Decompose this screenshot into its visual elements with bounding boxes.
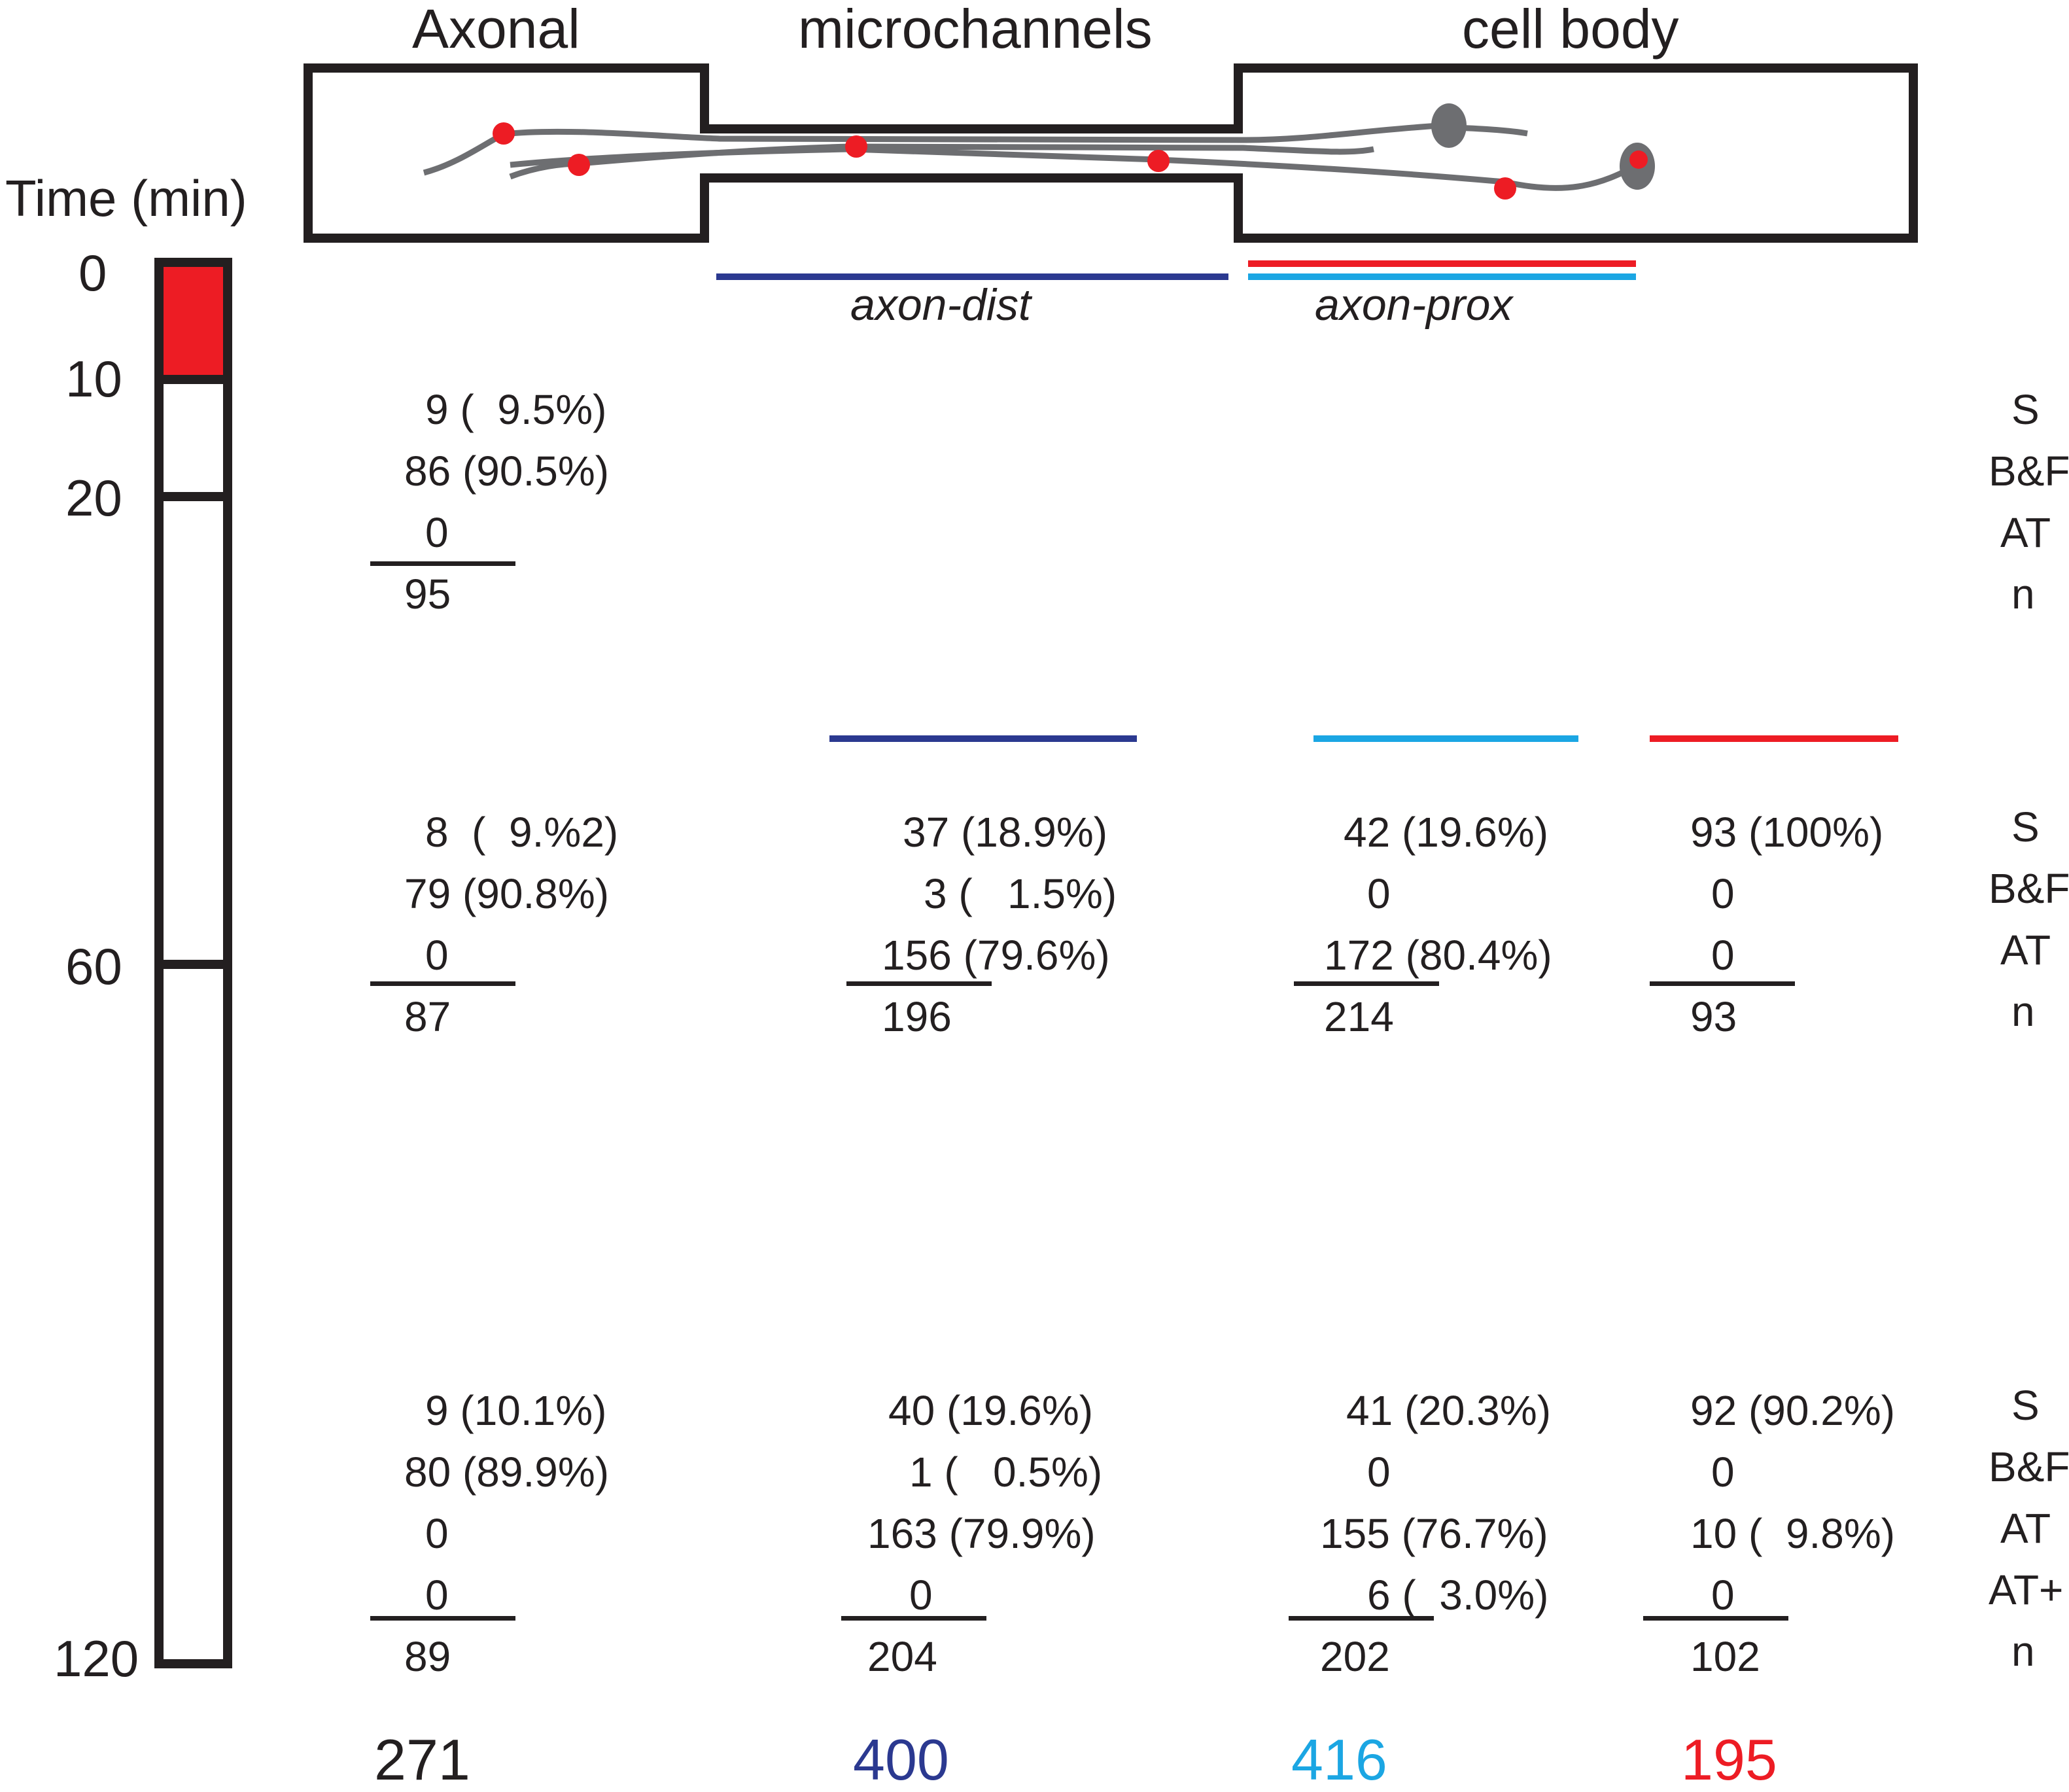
cell-body-population-line — [1650, 735, 1898, 742]
cell-body-segment-line — [1248, 260, 1636, 267]
axon-prox-segment-line — [1248, 273, 1636, 280]
row-label-at: AT — [2000, 926, 2051, 974]
stimulation-bar — [164, 267, 223, 378]
axon-dist-t2-s: 37 (18.9%) — [903, 809, 1108, 856]
row-label-bf: B&F — [1989, 448, 2069, 495]
cell-body-header: cell body — [1462, 0, 1679, 60]
time-tick-10: 10 — [65, 350, 122, 408]
axon-prox-label: axon-prox — [1315, 280, 1513, 330]
row-label-bf: B&F — [1989, 865, 2069, 912]
axon-dist-total: 400 — [853, 1727, 949, 1792]
axon-prox-t3-n: 202 — [1320, 1633, 1390, 1680]
axon-dist-t3-s: 40 (19.6%) — [888, 1387, 1094, 1434]
axon-prox-t3-at: 155 (76.7%) — [1320, 1510, 1548, 1557]
axon-prox-t3-sum-rule — [1289, 1616, 1434, 1621]
axon-prox-t3-atplus: 6 ( 3.0%) — [1367, 1572, 1549, 1619]
row-label-s: S — [2011, 803, 2040, 851]
axonal-t1-at: 0 — [425, 509, 449, 556]
cell-body-t2-s: 93 (100%) — [1690, 809, 1884, 856]
axonal-t1-n: 95 — [404, 571, 451, 618]
axonal-t2-at: 0 — [425, 932, 449, 979]
axon-dist-t2-sum-rule — [846, 981, 992, 986]
time-tick-60: 60 — [65, 938, 122, 995]
cell-body-t2-at: 0 — [1711, 932, 1735, 979]
axonal-t1-s: 9 ( 9.5%) — [425, 386, 607, 433]
axon-dist-t2-n: 196 — [882, 993, 952, 1040]
axon-prox-population-line — [1313, 735, 1578, 742]
axonal-t3-atplus: 0 — [425, 1572, 449, 1619]
chamber-outline — [304, 63, 1918, 243]
axonal-t3-bf: 80 (89.9%) — [404, 1449, 610, 1496]
row-label-at: AT — [2000, 509, 2051, 556]
cell-soma — [1431, 103, 1467, 148]
cell-body-t2-bf: 0 — [1711, 870, 1735, 917]
axon-dist-t3-atplus: 0 — [909, 1572, 933, 1619]
axon-prox-t3-s: 41 (20.3%) — [1346, 1387, 1552, 1434]
axon-prox-t2-sum-rule — [1294, 981, 1439, 986]
cell-body-t2-n: 93 — [1690, 993, 1737, 1040]
axon-dist-t3-at: 163 (79.9%) — [867, 1510, 1096, 1557]
axonal-t2-s: 8 ( 9.%2) — [425, 809, 619, 856]
axon-bundle — [423, 122, 1637, 191]
microchannels-header: microchannels — [798, 0, 1153, 60]
axonal-t3-at: 0 — [425, 1510, 449, 1557]
axon-prox-t2-s: 42 (19.6%) — [1344, 809, 1549, 856]
axon-dist-segment-line — [716, 273, 1228, 280]
axon-dist-label: axon-dist — [850, 280, 1031, 330]
row-label-at: AT — [2000, 1505, 2051, 1552]
cell-body-t3-sum-rule — [1643, 1616, 1788, 1621]
axonal-total: 271 — [374, 1727, 470, 1792]
row-label-n: n — [2011, 988, 2035, 1035]
row-label-atplus: AT+ — [1989, 1566, 2064, 1613]
cell-body-t2-sum-rule — [1650, 981, 1795, 986]
cell-body-t3-at: 10 ( 9.8%) — [1690, 1510, 1896, 1557]
axon-dist-t2-at: 156 (79.6%) — [882, 932, 1110, 979]
axonal-t2-bf: 79 (90.8%) — [404, 870, 610, 917]
axon-prox-total: 416 — [1291, 1727, 1387, 1792]
axon-dist-t3-sum-rule — [841, 1616, 986, 1621]
axon-prox-t2-bf: 0 — [1367, 870, 1391, 917]
axonal-t3-sum-rule — [370, 1616, 515, 1621]
row-label-n: n — [2011, 571, 2035, 618]
axonal-t2-n: 87 — [404, 993, 451, 1040]
cell-body-t3-n: 102 — [1690, 1633, 1760, 1680]
cell-body-total: 195 — [1681, 1727, 1777, 1792]
cell-body-t3-bf: 0 — [1711, 1449, 1735, 1496]
axon-prox-t2-n: 214 — [1324, 993, 1394, 1040]
time-tick-20: 20 — [65, 469, 122, 527]
axonal-t3-n: 89 — [404, 1633, 451, 1680]
time-tick-0: 0 — [78, 244, 107, 302]
axon-dist-t3-bf: 1 ( 0.5%) — [909, 1449, 1103, 1496]
axonal-t1-bf: 86 (90.5%) — [404, 448, 610, 495]
axon-prox-t3-bf: 0 — [1367, 1449, 1391, 1496]
axonal-t3-s: 9 (10.1%) — [425, 1387, 607, 1434]
axon-dist-t2-bf: 3 ( 1.5%) — [924, 870, 1117, 917]
time-tick-120: 120 — [54, 1630, 139, 1687]
time-axis-title: Time (min) — [5, 169, 247, 227]
axon-prox-t2-at: 172 (80.4%) — [1324, 932, 1552, 979]
row-label-s: S — [2011, 1382, 2040, 1429]
row-label-n: n — [2011, 1628, 2035, 1675]
axon-dist-t3-n: 204 — [867, 1633, 937, 1680]
axon-dist-population-line — [829, 735, 1137, 742]
cell-body-t3-atplus: 0 — [1711, 1572, 1735, 1619]
row-label-s: S — [2011, 386, 2040, 433]
cell-body-t3-s: 92 (90.2%) — [1690, 1387, 1896, 1434]
axonal-header: Axonal — [412, 0, 580, 60]
row-label-bf: B&F — [1989, 1443, 2069, 1490]
axonal-t1-sum-rule — [370, 561, 515, 566]
mitochondria-markers — [493, 122, 1648, 200]
axonal-t2-sum-rule — [370, 981, 515, 986]
